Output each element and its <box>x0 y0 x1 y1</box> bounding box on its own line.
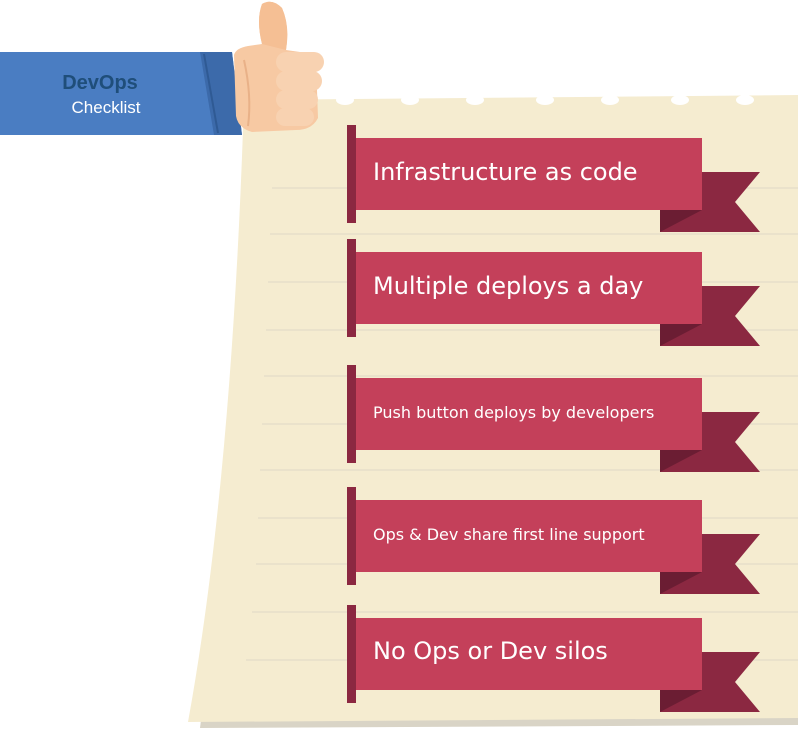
checklist-item-5-label: No Ops or Dev silos <box>373 637 608 665</box>
ribbon-4-edge <box>347 487 356 585</box>
ribbon-1-fold <box>660 210 702 232</box>
ribbon-5-edge <box>347 605 356 703</box>
ribbon-4-body <box>355 500 702 572</box>
sleeve <box>0 52 242 135</box>
ribbon-5-fold <box>660 690 702 712</box>
ribbon-2-edge <box>347 239 356 337</box>
ribbon-2-body <box>355 252 702 324</box>
ribbon-1 <box>347 125 760 232</box>
ribbon-4-fold <box>660 572 702 594</box>
ribbon-5-body <box>355 618 702 690</box>
ribbon-2 <box>347 239 760 346</box>
checklist-item-2-label: Multiple deploys a day <box>373 272 644 300</box>
ribbon-3-body <box>355 378 702 450</box>
ribbon-4 <box>347 487 760 594</box>
infographic-title: DevOps <box>62 72 138 94</box>
checklist-item-3-label: Push button deploys by developers <box>373 403 655 422</box>
ribbon-5 <box>347 605 760 712</box>
ribbon-3-edge <box>347 365 356 463</box>
spiral-holes <box>336 95 754 105</box>
ribbon-3 <box>347 365 760 472</box>
ribbon-1-body <box>355 138 702 210</box>
ribbon-1-edge <box>347 125 356 223</box>
ribbon-2-fold <box>660 324 702 346</box>
thumbs-up-icon <box>234 1 324 132</box>
checklist-item-1-label: Infrastructure as code <box>373 158 638 186</box>
infographic-subtitle: Checklist <box>71 98 141 117</box>
checklist-item-4-label: Ops & Dev share first line support <box>373 525 645 544</box>
ribbon-3-fold <box>660 450 702 472</box>
